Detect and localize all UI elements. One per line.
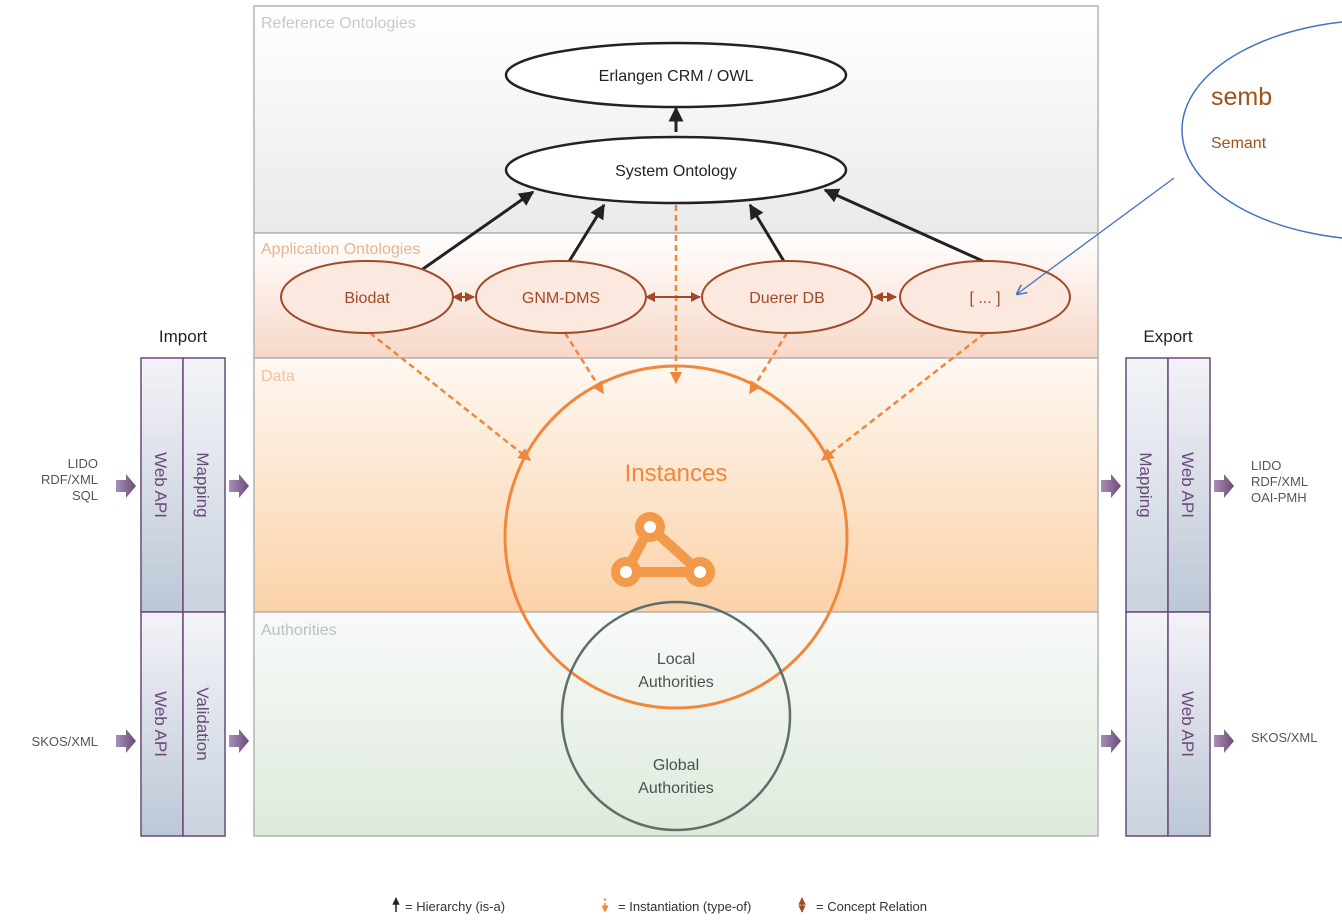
arrow-duerer-to-instances (748, 332, 789, 395)
flow-arrow-icon (1214, 474, 1234, 498)
instances-logo-icon (611, 512, 715, 587)
hierarchy-arrows (399, 106, 986, 287)
export-format-oaipmh: OAI-PMH (1251, 490, 1307, 505)
arrow-gnm-to-instances (563, 332, 605, 395)
callout-pointer (1017, 177, 1175, 294)
export-title: Export (1143, 327, 1192, 346)
layer-authorities: Authorities (253, 611, 1099, 837)
arrow-biodat-to-instances (369, 332, 531, 461)
arrow-gnm-to-system (563, 203, 606, 269)
local-authorities-line1: Local (657, 651, 695, 668)
export-flow-arrows (1101, 474, 1234, 753)
export-format-lido: LIDO (1251, 458, 1281, 473)
flow-arrow-icon (1101, 474, 1121, 498)
layer-title-application: Application Ontologies (261, 241, 420, 258)
import-webapi-lower: Web API (151, 691, 170, 757)
app-label-more: [ ... ] (969, 290, 1000, 307)
flow-arrow-icon (1101, 729, 1121, 753)
legend-item-instantiation: = Instantiation (type-of) (601, 898, 751, 914)
legend-item-relation: = Concept Relation (798, 897, 927, 914)
layer-title-data: Data (261, 368, 295, 385)
arrow-more-to-system (823, 188, 986, 264)
callout-subtitle: Semant (1211, 135, 1267, 152)
import-format-skos: SKOS/XML (32, 734, 98, 749)
export-format-rdfxml: RDF/XML (1251, 474, 1308, 489)
import-format-rdfxml: RDF/XML (41, 472, 98, 487)
global-authorities-line1: Global (653, 757, 699, 774)
export-panel: Export Mapping Web API Web API LIDO RDF/… (1101, 327, 1317, 837)
ontology-label-crm: Erlangen CRM / OWL (599, 68, 754, 85)
application-ontology-more: [ ... ] (899, 260, 1071, 334)
flow-arrow-icon (229, 729, 249, 753)
legend-instantiation-label: = Instantiation (type-of) (618, 899, 751, 914)
instantiation-arrows (369, 205, 986, 461)
callout-bubble: semb Semant (1017, 21, 1342, 294)
local-authorities-line2: Authorities (638, 674, 714, 691)
import-title: Import (159, 327, 207, 346)
application-ontology-gnm-dms: GNM-DMS (475, 260, 647, 334)
import-flow-arrows (116, 474, 249, 753)
app-label-duerer-db: Duerer DB (749, 290, 825, 307)
application-ontology-duerer-db: Duerer DB (701, 260, 873, 334)
ontology-label-system: System Ontology (615, 163, 737, 180)
layer-title-authorities: Authorities (261, 622, 337, 639)
flow-arrow-icon (229, 474, 249, 498)
application-ontology-biodat: Biodat (280, 260, 454, 334)
ontology-system: System Ontology (504, 135, 848, 205)
import-panel: Import Web API Mapping Web API Validatio… (32, 327, 249, 837)
legend-relation-label: = Concept Relation (816, 899, 927, 914)
import-mapping: Mapping (193, 452, 212, 517)
import-format-sql: SQL (72, 488, 98, 503)
legend: = Hierarchy (is-a) = Instantiation (type… (392, 897, 927, 914)
instances-title: Instances (625, 460, 728, 487)
export-webapi-lower: Web API (1178, 691, 1197, 757)
arrow-more-to-instances (821, 332, 986, 461)
export-mapping: Mapping (1136, 452, 1155, 517)
import-validation: Validation (193, 687, 212, 760)
instances-circle: Instances (503, 364, 849, 710)
authorities-circle: Local Authorities Global Authorities (560, 600, 792, 832)
global-authorities-line2: Authorities (638, 780, 714, 797)
flow-arrow-icon (116, 474, 136, 498)
import-format-lido: LIDO (68, 456, 98, 471)
export-webapi-upper: Web API (1178, 452, 1197, 518)
app-label-biodat: Biodat (344, 290, 390, 307)
import-webapi-upper: Web API (151, 452, 170, 518)
layer-title-reference: Reference Ontologies (261, 15, 416, 32)
callout-title: semb (1211, 83, 1272, 111)
arrow-duerer-to-system (748, 203, 790, 269)
export-format-skos: SKOS/XML (1251, 730, 1317, 745)
app-label-gnm-dms: GNM-DMS (522, 290, 600, 307)
ontology-erlangen-crm: Erlangen CRM / OWL (504, 41, 848, 109)
legend-hierarchy-label: = Hierarchy (is-a) (405, 899, 505, 914)
flow-arrow-icon (1214, 729, 1234, 753)
legend-item-hierarchy: = Hierarchy (is-a) (392, 897, 505, 914)
flow-arrow-icon (116, 729, 136, 753)
